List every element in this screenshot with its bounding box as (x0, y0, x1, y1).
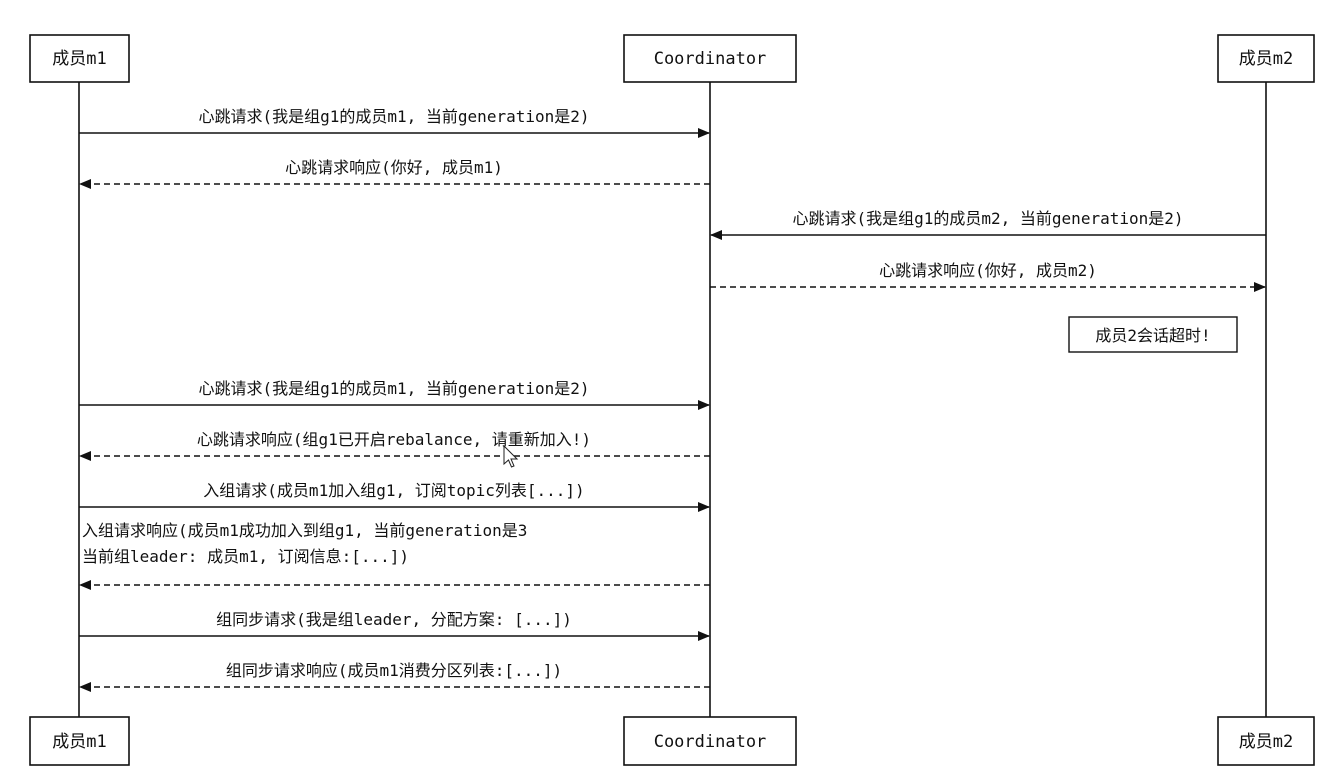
actor-coordinator-top: Coordinator (623, 34, 797, 83)
actor-coordinator-bottom-label: Coordinator (654, 732, 767, 752)
message-10-label: 组同步请求响应(成员m1消费分区列表:[...]) (226, 661, 562, 680)
message-6: 心跳请求响应(组g1已开启rebalance, 请重新加入!) (79, 430, 710, 461)
message-9-label: 组同步请求(我是组leader, 分配方案: [...]) (216, 610, 572, 629)
message-5-label: 心跳请求(我是组g1的成员m1, 当前generation是2) (198, 379, 589, 398)
message-3-label: 心跳请求(我是组g1的成员m2, 当前generation是2) (792, 209, 1183, 228)
message-8-label-line-1: 入组请求响应(成员m1成功加入到组g1, 当前generation是3 (82, 521, 527, 540)
message-1-label: 心跳请求(我是组g1的成员m1, 当前generation是2) (198, 107, 589, 126)
mouse-cursor-icon (503, 444, 519, 468)
message-4-label: 心跳请求响应(你好, 成员m2) (879, 261, 1097, 280)
actor-m1-top: 成员m1 (29, 34, 130, 83)
message-10: 组同步请求响应(成员m1消费分区列表:[...]) (79, 661, 710, 692)
actor-m1-top-label: 成员m1 (52, 49, 106, 69)
actor-m2-bottom-label: 成员m2 (1239, 732, 1293, 752)
actor-m2-top-label: 成员m2 (1239, 49, 1293, 69)
message-6-label: 心跳请求响应(组g1已开启rebalance, 请重新加入!) (197, 430, 591, 449)
message-4: 心跳请求响应(你好, 成员m2) (710, 261, 1266, 292)
note-session-timeout-label: 成员2会话超时! (1095, 326, 1210, 345)
message-5: 心跳请求(我是组g1的成员m1, 当前generation是2) (79, 379, 710, 410)
actor-m2-bottom: 成员m2 (1217, 716, 1315, 766)
message-3: 心跳请求(我是组g1的成员m2, 当前generation是2) (710, 209, 1266, 240)
message-1: 心跳请求(我是组g1的成员m1, 当前generation是2) (79, 107, 710, 138)
message-7: 入组请求(成员m1加入组g1, 订阅topic列表[...]) (79, 481, 710, 512)
actor-m1-bottom-label: 成员m1 (52, 732, 106, 752)
message-2-label: 心跳请求响应(你好, 成员m1) (285, 158, 503, 177)
message-8: 入组请求响应(成员m1成功加入到组g1, 当前generation是3 当前组l… (79, 521, 710, 590)
actor-m1-bottom: 成员m1 (29, 716, 130, 766)
message-8-label-line-2: 当前组leader: 成员m1, 订阅信息:[...]) (82, 547, 409, 566)
message-2: 心跳请求响应(你好, 成员m1) (79, 158, 710, 189)
message-9: 组同步请求(我是组leader, 分配方案: [...]) (79, 610, 710, 641)
actor-m2-top: 成员m2 (1217, 34, 1315, 83)
actor-coordinator-bottom: Coordinator (623, 716, 797, 766)
note-session-timeout: 成员2会话超时! (1068, 316, 1238, 353)
message-7-label: 入组请求(成员m1加入组g1, 订阅topic列表[...]) (203, 481, 584, 500)
actor-coordinator-top-label: Coordinator (654, 49, 767, 69)
